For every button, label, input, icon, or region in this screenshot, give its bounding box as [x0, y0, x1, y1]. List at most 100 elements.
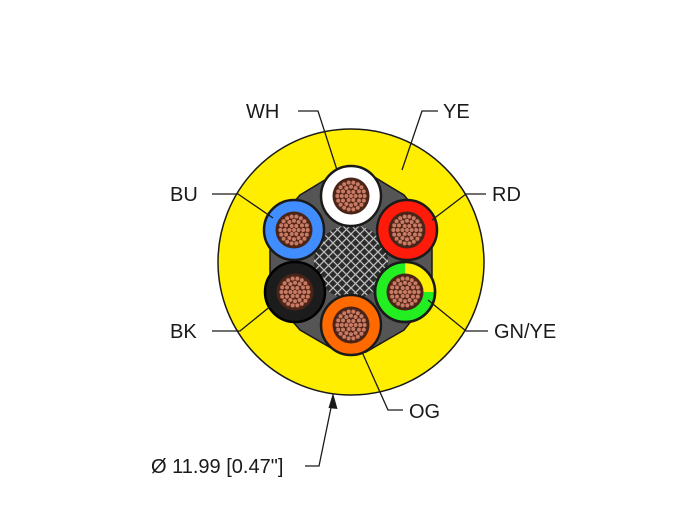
- copper-strand: [397, 239, 403, 245]
- copper-strand: [281, 280, 288, 286]
- leader-line-rd: [431, 193, 486, 221]
- copper-strand: [305, 227, 311, 233]
- leader-line-wh: [298, 110, 338, 171]
- copper-strand: [289, 214, 295, 220]
- copper-strand: [409, 219, 415, 225]
- copper-strand: [400, 293, 406, 299]
- copper-strand: [389, 284, 395, 290]
- copper-strand: [286, 219, 293, 225]
- copper-strand: [278, 222, 284, 228]
- copper-strand: [296, 219, 302, 225]
- copper-strand: [404, 302, 410, 308]
- copper-strand: [399, 219, 406, 225]
- copper-strand: [350, 206, 356, 212]
- copper-strand: [335, 317, 341, 323]
- copper-strand: [404, 236, 410, 242]
- copper-strand: [417, 232, 423, 238]
- copper-strand: [407, 281, 413, 287]
- copper-strand: [404, 276, 410, 282]
- copper-strand: [393, 289, 399, 295]
- copper-strand: [402, 214, 408, 220]
- copper-strand: [298, 239, 304, 245]
- copper-strand: [305, 284, 311, 290]
- label-og: OG: [409, 401, 440, 423]
- copper-strand: [397, 215, 403, 221]
- copper-strand: [361, 188, 367, 194]
- copper-strand: [388, 289, 395, 295]
- copper-strand: [343, 185, 350, 191]
- copper-strand: [343, 201, 350, 207]
- label-wh: WH: [246, 101, 279, 123]
- copper-strand: [397, 281, 404, 287]
- copper-strand: [301, 236, 308, 242]
- conductor-gnye: [373, 260, 437, 324]
- copper-strand: [290, 276, 296, 282]
- copper-strand: [406, 240, 412, 246]
- copper-strand: [358, 313, 365, 319]
- copper-strand: [341, 310, 347, 316]
- copper-strand: [280, 236, 287, 242]
- copper-strand: [305, 294, 311, 300]
- copper-strand: [341, 205, 347, 211]
- copper-strand: [358, 331, 365, 337]
- copper-strand: [300, 227, 306, 233]
- copper-strand: [361, 317, 367, 323]
- copper-strand: [294, 276, 300, 282]
- copper-strand: [355, 181, 361, 187]
- copper-strand: [278, 289, 285, 295]
- copper-strand: [279, 284, 285, 290]
- leader-line-ye: [401, 110, 438, 171]
- copper-strand: [343, 330, 350, 336]
- copper-strand: [293, 223, 299, 229]
- copper-strand: [400, 302, 406, 308]
- copper-strand: [393, 218, 400, 224]
- diameter-dimension-line: [305, 397, 334, 467]
- conductor-rd: [375, 198, 439, 262]
- copper-strand: [337, 331, 344, 337]
- copper-strand: [415, 284, 421, 290]
- copper-strand: [404, 285, 410, 291]
- copper-strand: [346, 197, 352, 203]
- copper-strand: [301, 218, 308, 224]
- copper-strand: [409, 301, 415, 307]
- copper-strand: [285, 277, 291, 283]
- copper-strand: [348, 313, 354, 319]
- copper-strands: [276, 273, 314, 311]
- copper-strand: [339, 193, 345, 199]
- copper-strand: [279, 294, 285, 300]
- copper-strand: [418, 227, 424, 233]
- copper-strand: [284, 294, 290, 300]
- copper-strand: [407, 297, 413, 303]
- copper-strand: [355, 310, 361, 316]
- label-bu: BU: [170, 184, 198, 206]
- copper-strand: [284, 239, 290, 245]
- copper-strand: [340, 198, 346, 204]
- copper-strand: [361, 327, 367, 333]
- copper-strand: [304, 222, 310, 228]
- copper-strand: [294, 285, 300, 291]
- copper-strand: [412, 298, 419, 304]
- label-gnye: GN/YE: [494, 321, 556, 343]
- copper-strand: [417, 222, 423, 228]
- copper-strand: [297, 281, 303, 287]
- copper-strand: [358, 202, 365, 208]
- copper-strand: [290, 293, 296, 299]
- copper-strand: [289, 240, 295, 246]
- copper-strand: [290, 302, 296, 308]
- copper-strand: [287, 281, 294, 287]
- copper-strand: [283, 232, 289, 238]
- diameter-label: Ø 11.99 [0.47"]: [151, 456, 283, 478]
- copper-strand: [413, 227, 419, 233]
- copper-strands: [388, 211, 426, 249]
- copper-strand: [358, 184, 365, 190]
- copper-strand: [353, 330, 359, 336]
- copper-strand: [299, 277, 305, 283]
- copper-strand: [287, 297, 294, 303]
- copper-strand: [337, 313, 344, 319]
- copper-strand: [304, 232, 310, 238]
- copper-strands: [386, 273, 424, 311]
- copper-strand: [353, 185, 359, 191]
- leader-line-bk: [212, 304, 273, 332]
- copper-strand: [402, 240, 408, 246]
